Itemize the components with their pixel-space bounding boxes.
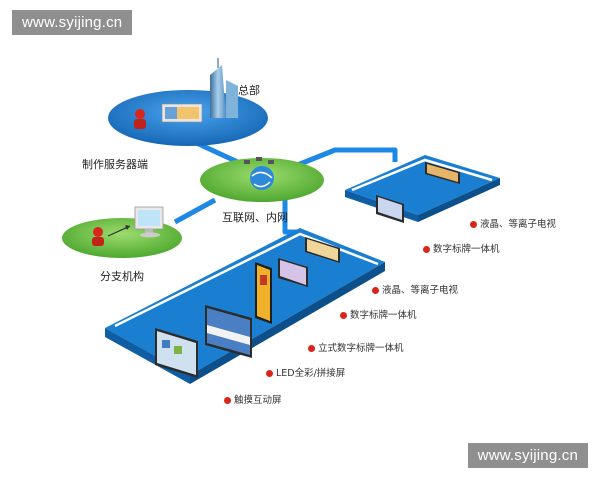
label-branch: 分支机构 [100, 270, 144, 283]
connector-network-right [289, 147, 398, 171]
bullet-icon [340, 312, 347, 319]
connector-network-branch [173, 197, 217, 225]
bullet-icon [470, 221, 477, 228]
branch-operator-icon [92, 227, 104, 246]
hq-ellipse [108, 58, 268, 146]
label-led-screen: LED全彩/拼接屏 [266, 365, 345, 379]
hq-operator-icon [134, 109, 146, 129]
branch-computer-icon [134, 206, 164, 238]
label-network: 互联网、内网 [222, 211, 288, 224]
signage-right [376, 195, 404, 223]
label-digital-signage-main: 数字标牌一体机 [340, 307, 417, 321]
main-platform-devices [155, 237, 340, 378]
label-text: 液晶、等离子电视 [480, 219, 557, 230]
led-wall-device [205, 305, 252, 358]
hq-building-icon [210, 58, 238, 118]
label-text: 数字标牌一体机 [350, 310, 417, 321]
tv-right-top [425, 162, 460, 184]
label-lcd-plasma-main: 液晶、等离子电视 [372, 282, 458, 296]
bullet-icon [224, 397, 231, 404]
label-standing-signage: 立式数字标牌一体机 [308, 340, 404, 354]
watermark-bottom-right: www.syijing.cn [467, 443, 588, 468]
label-text: 立式数字标牌一体机 [318, 343, 404, 354]
label-text: 触摸互动屏 [234, 395, 282, 406]
hq-monitor-icon [161, 103, 203, 123]
label-text: LED全彩/拼接屏 [276, 368, 346, 379]
label-text: 液晶、等离子电视 [382, 285, 459, 296]
bullet-icon [266, 370, 273, 377]
watermark-top-left: www.syijing.cn [12, 10, 133, 35]
globe-icon [250, 166, 274, 190]
label-server-side: 制作服务器端 [82, 158, 148, 171]
label-digital-signage-right: 数字标牌一体机 [423, 241, 500, 255]
network-pc-icons [244, 157, 274, 164]
label-touch-screen: 触摸互动屏 [224, 392, 282, 406]
touch-screen-device [155, 328, 198, 378]
right-platform-devices [376, 162, 460, 223]
label-lcd-plasma-right: 液晶、等离子电视 [470, 216, 556, 230]
bullet-icon [372, 287, 379, 294]
label-text: 数字标牌一体机 [433, 244, 500, 255]
branch-ellipse [62, 206, 182, 258]
bullet-icon [423, 246, 430, 253]
platform-right [345, 155, 500, 222]
tv-main-top [305, 237, 340, 263]
bullet-icon [308, 345, 315, 352]
label-headquarters: 总部 [238, 84, 260, 97]
standing-signage-device [255, 262, 272, 324]
network-ellipse [200, 157, 324, 202]
signage-main [278, 258, 308, 287]
